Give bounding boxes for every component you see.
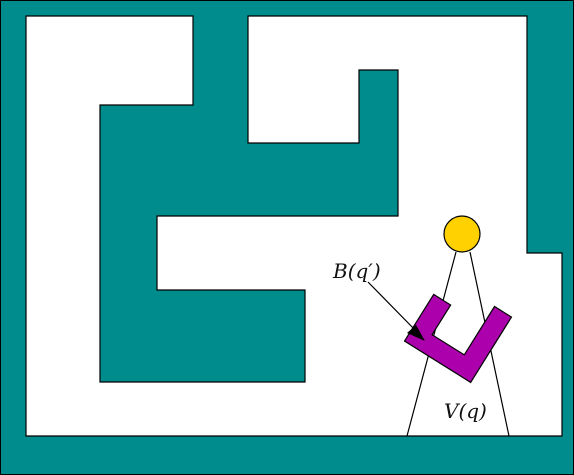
sensor-position-q [443, 215, 481, 253]
arrowhead-icon [407, 325, 425, 341]
body-label: B(q′) [332, 259, 381, 283]
robot-body-b-q-prime [403, 293, 513, 384]
body-label-pointer [367, 281, 419, 334]
visibility-label: V(q) [444, 399, 487, 423]
